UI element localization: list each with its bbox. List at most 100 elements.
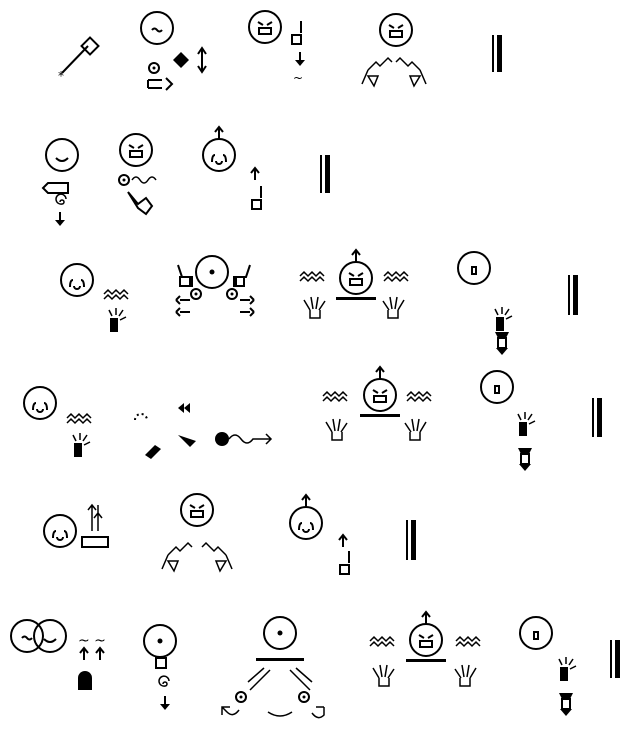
face-icon — [363, 378, 397, 412]
zigzag-hand-icon — [161, 541, 193, 573]
arrowhead-icon — [160, 704, 170, 710]
teeth-icon — [419, 640, 433, 648]
fist-hand-icon — [517, 412, 536, 436]
teeth-icon — [373, 395, 387, 403]
face-circle — [195, 255, 229, 289]
zigzag-hand-icon — [201, 541, 233, 573]
end-of-line-marker — [568, 275, 578, 315]
open-hand-icon — [303, 296, 326, 319]
fingers — [72, 433, 91, 446]
arrowhead-icon — [55, 220, 65, 226]
face-icon — [140, 11, 174, 45]
eyebrows-icon — [189, 504, 205, 509]
star-icon: * — [58, 69, 64, 83]
face-icon — [60, 263, 94, 297]
thick-bar — [615, 640, 620, 678]
thin-bar — [492, 35, 494, 72]
thick-bar — [497, 35, 502, 72]
face-circle — [379, 13, 413, 47]
wave-movement-icon — [455, 635, 481, 648]
contact-circle-icon — [190, 288, 202, 300]
open-hand-icon — [404, 418, 427, 441]
curved-arrows-icon — [221, 706, 325, 719]
face-icon — [10, 619, 44, 653]
face-icon — [43, 514, 77, 548]
left-hand-square-icon — [179, 276, 191, 287]
face-circle — [23, 386, 57, 420]
spiral-icon — [55, 193, 67, 205]
arrow-up-icon — [79, 646, 89, 660]
arrowhead-icon — [295, 60, 305, 66]
fist-hand-icon — [78, 671, 92, 690]
face-icon — [45, 138, 79, 172]
arrow-up-icon — [375, 365, 385, 379]
left-arrows-icon — [175, 295, 190, 317]
stem-icon — [497, 337, 507, 349]
face-circle — [180, 493, 214, 527]
arrow-up-icon — [95, 646, 105, 660]
contact-dot-icon — [152, 66, 156, 70]
mouth-icon — [43, 638, 57, 643]
open-hand-icon — [382, 296, 405, 319]
thin-bar — [568, 275, 570, 315]
end-of-line-marker — [320, 155, 330, 193]
mouth-icon — [69, 279, 85, 290]
eyebrows-icon — [348, 272, 364, 277]
open-hands-icon — [247, 667, 313, 717]
teeth-icon — [190, 510, 204, 518]
face-icon — [195, 255, 229, 289]
contact-circle-icon — [148, 62, 160, 74]
thick-bar — [573, 275, 578, 315]
wavy-arrow-icon — [228, 433, 273, 445]
face-circle — [202, 138, 236, 172]
open-hand-icon — [372, 664, 395, 687]
contact-dot-icon — [230, 292, 234, 296]
zigzag-hand-icon — [361, 56, 393, 88]
fist — [519, 422, 527, 436]
eyebrows-icon — [418, 634, 434, 639]
arrow-up-icon — [338, 533, 348, 547]
thick-bar — [325, 155, 330, 193]
face-circle — [45, 138, 79, 172]
contact-circle-icon — [298, 691, 310, 703]
contact-circle-icon — [118, 174, 130, 186]
hand-shape-icon — [147, 77, 174, 91]
fingers — [558, 657, 577, 670]
thick-bar — [597, 398, 602, 437]
face-icon — [202, 138, 236, 172]
mouth-icon — [52, 530, 68, 541]
fingers — [494, 307, 513, 320]
wave-movement-icon — [66, 412, 92, 425]
hand-block-icon — [559, 693, 573, 699]
wave-movement-icon — [322, 390, 348, 403]
fist-hand-icon — [72, 433, 91, 457]
arrowhead-icon — [560, 709, 572, 716]
thick-bar — [411, 520, 416, 560]
teeth-icon — [129, 150, 143, 158]
hand-block-icon — [518, 448, 532, 454]
platform-bar-icon — [360, 414, 400, 417]
eye-icon — [157, 638, 163, 644]
eyebrows-icon — [128, 144, 144, 149]
eye-icon — [209, 269, 215, 275]
arrow-up-icon — [421, 610, 431, 624]
dotted-arc-icon — [134, 413, 148, 421]
fist-hand-icon — [558, 657, 577, 681]
face-circle — [480, 370, 514, 404]
double-arrow-up-icon — [87, 503, 103, 531]
end-of-line-marker — [592, 398, 602, 437]
thin-bar — [320, 155, 322, 193]
flat-hand-icon — [41, 182, 69, 194]
wave-movement-icon — [406, 390, 432, 403]
double-arrow-icon — [197, 46, 207, 74]
face-circle — [119, 133, 153, 167]
platform-bar-icon — [406, 659, 446, 662]
face-icon — [263, 616, 297, 650]
face-circle — [60, 263, 94, 297]
hand-stroke-icon — [61, 45, 89, 74]
wave-icon: ~ — [293, 71, 303, 85]
hand-square-icon — [80, 36, 100, 56]
eye-icon — [277, 630, 283, 636]
arrow-up-icon — [351, 248, 361, 262]
mouth-icon — [494, 385, 500, 394]
